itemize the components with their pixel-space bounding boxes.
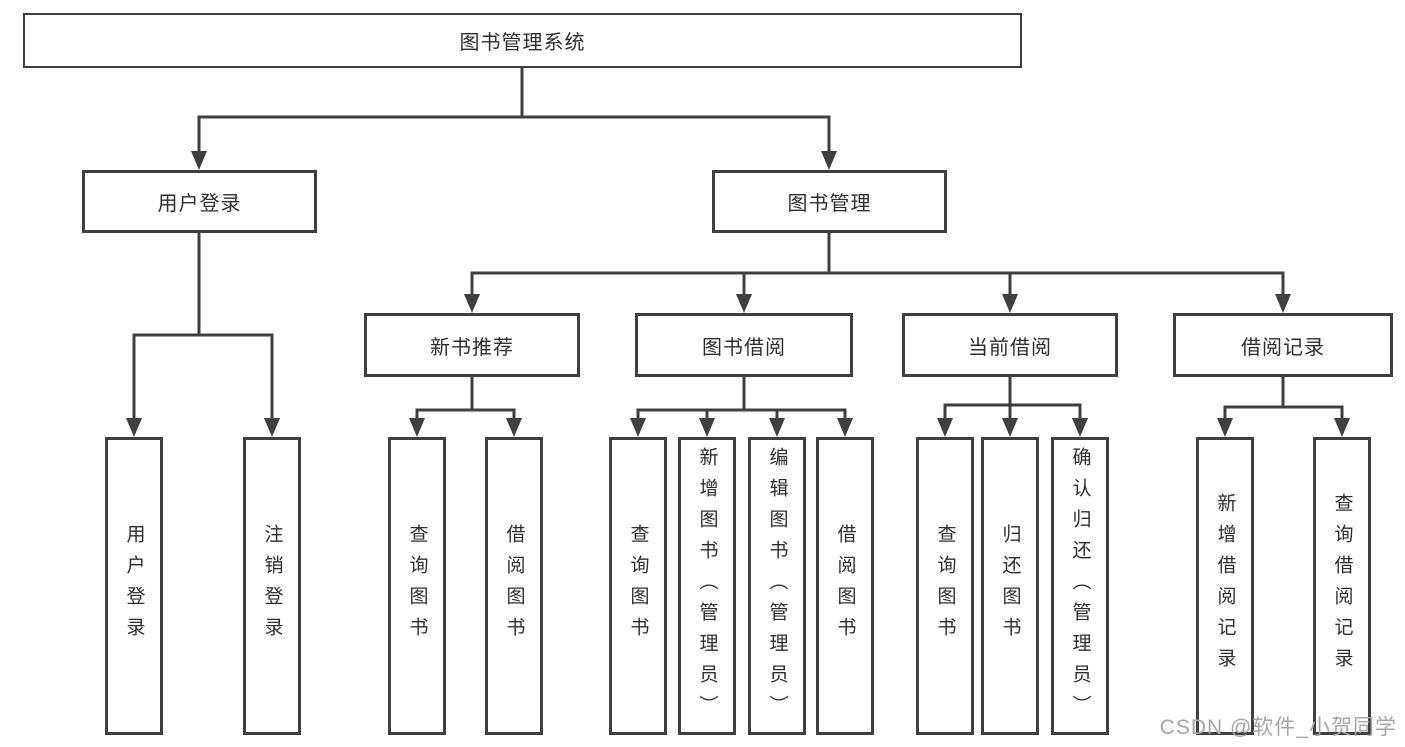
leaf-query-borrow-record: 查询借阅记录	[1313, 437, 1371, 735]
node-current-borrow: 当前借阅	[902, 313, 1118, 377]
node-new-book-recommend: 新书推荐	[364, 313, 580, 377]
leaf-add-borrow-record: 新增借阅记录	[1196, 437, 1254, 735]
leaf-query-books-recommend: 查询图书	[388, 437, 446, 735]
node-borrow-records: 借阅记录	[1173, 313, 1393, 377]
node-root: 图书管理系统	[23, 13, 1022, 68]
leaf-add-book-admin: 新增图书（管理员）	[678, 437, 736, 735]
leaf-logout: 注销登录	[243, 437, 301, 735]
leaf-borrow-books-recommend: 借阅图书	[485, 437, 543, 735]
leaf-user-login: 用户登录	[105, 437, 163, 735]
watermark: CSDN @软件_小贺同学	[1159, 716, 1397, 739]
node-book-management: 图书管理	[712, 170, 947, 233]
leaf-query-books-current: 查询图书	[916, 437, 974, 735]
leaf-borrow-books: 借阅图书	[816, 437, 874, 735]
leaf-query-books-borrow: 查询图书	[609, 437, 667, 735]
leaf-return-books: 归还图书	[981, 437, 1039, 735]
node-user-login: 用户登录	[82, 170, 317, 233]
node-book-borrow: 图书借阅	[635, 313, 853, 377]
leaf-confirm-return-admin: 确认归还（管理员）	[1051, 437, 1109, 735]
leaf-edit-book-admin: 编辑图书（管理员）	[748, 437, 806, 735]
